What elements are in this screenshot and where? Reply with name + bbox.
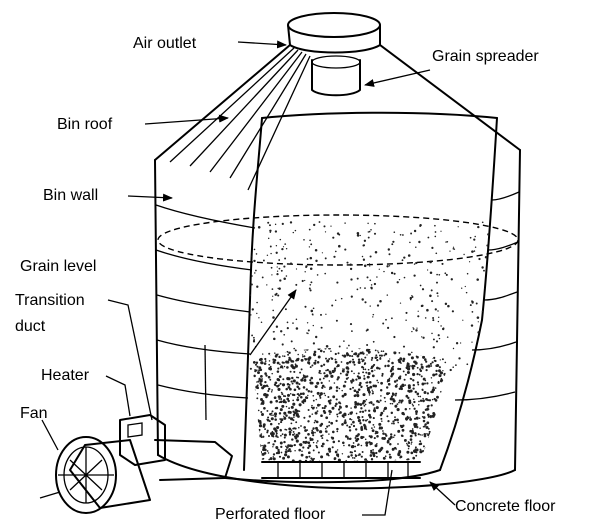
heater-leader bbox=[106, 376, 130, 416]
grain-spreader-shape bbox=[312, 60, 360, 95]
air-outlet-arrow bbox=[238, 42, 286, 45]
cutaway-top-edge bbox=[262, 113, 497, 118]
cutaway-view bbox=[158, 113, 518, 483]
label-perforated-floor: Perforated floor bbox=[215, 506, 326, 523]
perforated-floor-grate bbox=[262, 462, 420, 478]
label-fan: Fan bbox=[20, 405, 48, 422]
bin-wall-arrow bbox=[128, 196, 172, 198]
label-transition: Transition bbox=[15, 292, 85, 309]
dense-grain bbox=[251, 344, 453, 465]
transition-duct-leader bbox=[108, 300, 152, 420]
bin-base bbox=[158, 455, 515, 488]
fan-heater-assembly bbox=[40, 415, 232, 513]
label-bin-wall: Bin wall bbox=[43, 187, 98, 204]
air-outlet-collar bbox=[288, 25, 380, 53]
grain-speckle bbox=[249, 221, 495, 371]
cutaway-left-edge bbox=[244, 118, 262, 470]
bin-wall-left bbox=[155, 160, 158, 455]
label-grain-level: Grain level bbox=[20, 258, 96, 275]
concrete-floor-arrow bbox=[430, 482, 455, 505]
label-duct: duct bbox=[15, 318, 46, 335]
air-outlet-cap bbox=[288, 13, 380, 37]
bin-wall-right bbox=[515, 150, 520, 470]
fan-leader bbox=[42, 420, 58, 450]
label-grain-spreader: Grain spreader bbox=[432, 48, 539, 65]
label-air-outlet: Air outlet bbox=[133, 35, 197, 52]
cutaway-right-edge bbox=[440, 118, 497, 470]
grain-level-arrow bbox=[250, 290, 296, 355]
label-concrete-floor: Concrete floor bbox=[455, 498, 556, 515]
label-heater: Heater bbox=[41, 367, 90, 384]
grain-level-surface bbox=[158, 215, 518, 265]
label-bin-roof: Bin roof bbox=[57, 116, 113, 133]
grain-spreader-arrow bbox=[365, 70, 430, 85]
